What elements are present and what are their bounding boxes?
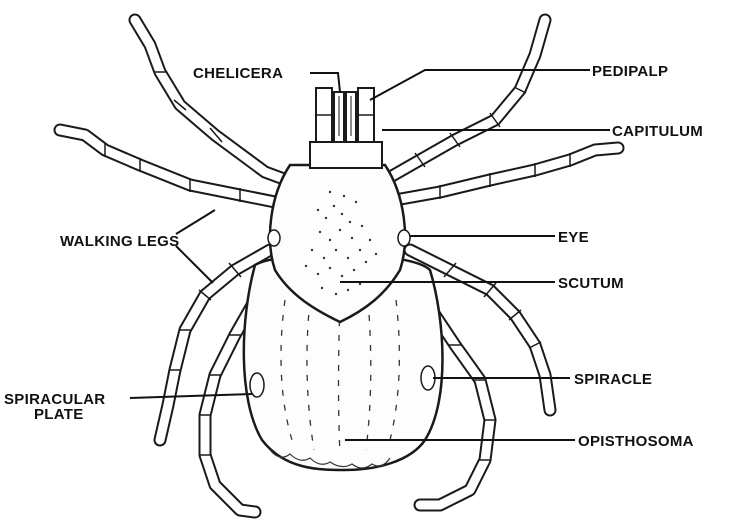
- leg-front-left: [135, 20, 300, 185]
- tick-body: [244, 88, 443, 470]
- label-chelicera: CHELICERA: [193, 65, 283, 82]
- eye-left: [268, 230, 280, 246]
- label-scutum: SCUTUM: [558, 275, 624, 292]
- leg-front-right: [385, 20, 545, 180]
- label-walking-legs: WALKING LEGS: [60, 233, 179, 250]
- label-spiracular-plate: SPIRACULAR PLATE: [4, 391, 110, 423]
- label-capitulum: CAPITULUM: [612, 123, 703, 140]
- label-spiracular-plate-line2: PLATE: [34, 406, 84, 423]
- label-pedipalp: PEDIPALP: [592, 63, 668, 80]
- label-spiracle: SPIRACLE: [574, 371, 652, 388]
- spiracular-plate-left: [250, 373, 264, 397]
- eye-right: [398, 230, 410, 246]
- spiracular-plate-right: [421, 366, 435, 390]
- label-eye: EYE: [558, 229, 589, 246]
- label-opisthosoma: OPISTHOSOMA: [578, 433, 694, 450]
